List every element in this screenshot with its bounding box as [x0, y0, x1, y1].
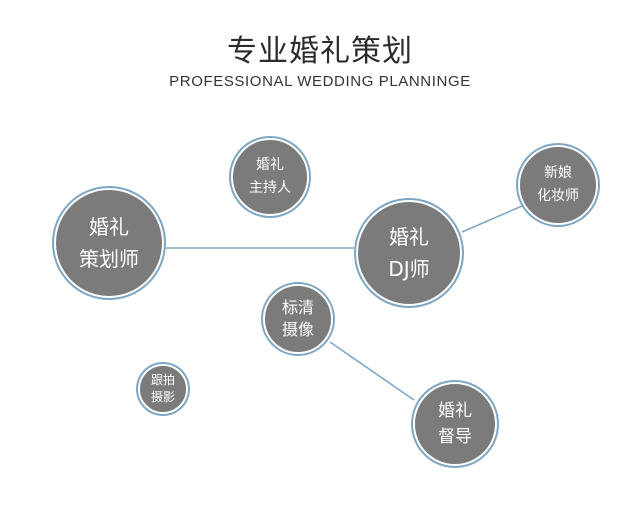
node-line: 督导 [438, 427, 472, 447]
link-dj-makeup [461, 205, 523, 233]
node-wedding-supervisor: 婚礼 督导 [413, 382, 497, 466]
node-bridal-makeup: 新娘 化妆师 [518, 145, 598, 225]
node-line: 标清 [281, 298, 314, 317]
node-line: 摄影 [150, 390, 175, 404]
node-line: 化妆师 [537, 188, 579, 204]
node-hd-video: 标清 摄像 [263, 284, 333, 354]
page-title: 专业婚礼策划 [227, 34, 413, 69]
node-line: 婚礼 [256, 157, 284, 173]
node-line: 跟拍 [150, 373, 175, 387]
node-line: 婚礼 [389, 225, 429, 249]
node-follow-photo: 跟拍 摄影 [138, 364, 188, 414]
node-line: 婚礼 [89, 215, 129, 239]
node-line: DJ师 [388, 257, 430, 281]
node-wedding-planner: 婚礼 策划师 [54, 188, 164, 298]
link-video-supervisor [329, 341, 415, 401]
node-wedding-dj: 婚礼 DJ师 [356, 200, 462, 306]
page-subtitle: PROFESSIONAL WEDDING PLANNINGE [169, 73, 471, 90]
node-line: 婚礼 [438, 401, 472, 421]
node-line: 摄像 [281, 320, 314, 339]
node-line: 策划师 [79, 247, 139, 271]
node-wedding-host: 婚礼 主持人 [231, 138, 309, 216]
node-line: 新娘 [544, 165, 572, 181]
node-line: 主持人 [249, 180, 291, 196]
